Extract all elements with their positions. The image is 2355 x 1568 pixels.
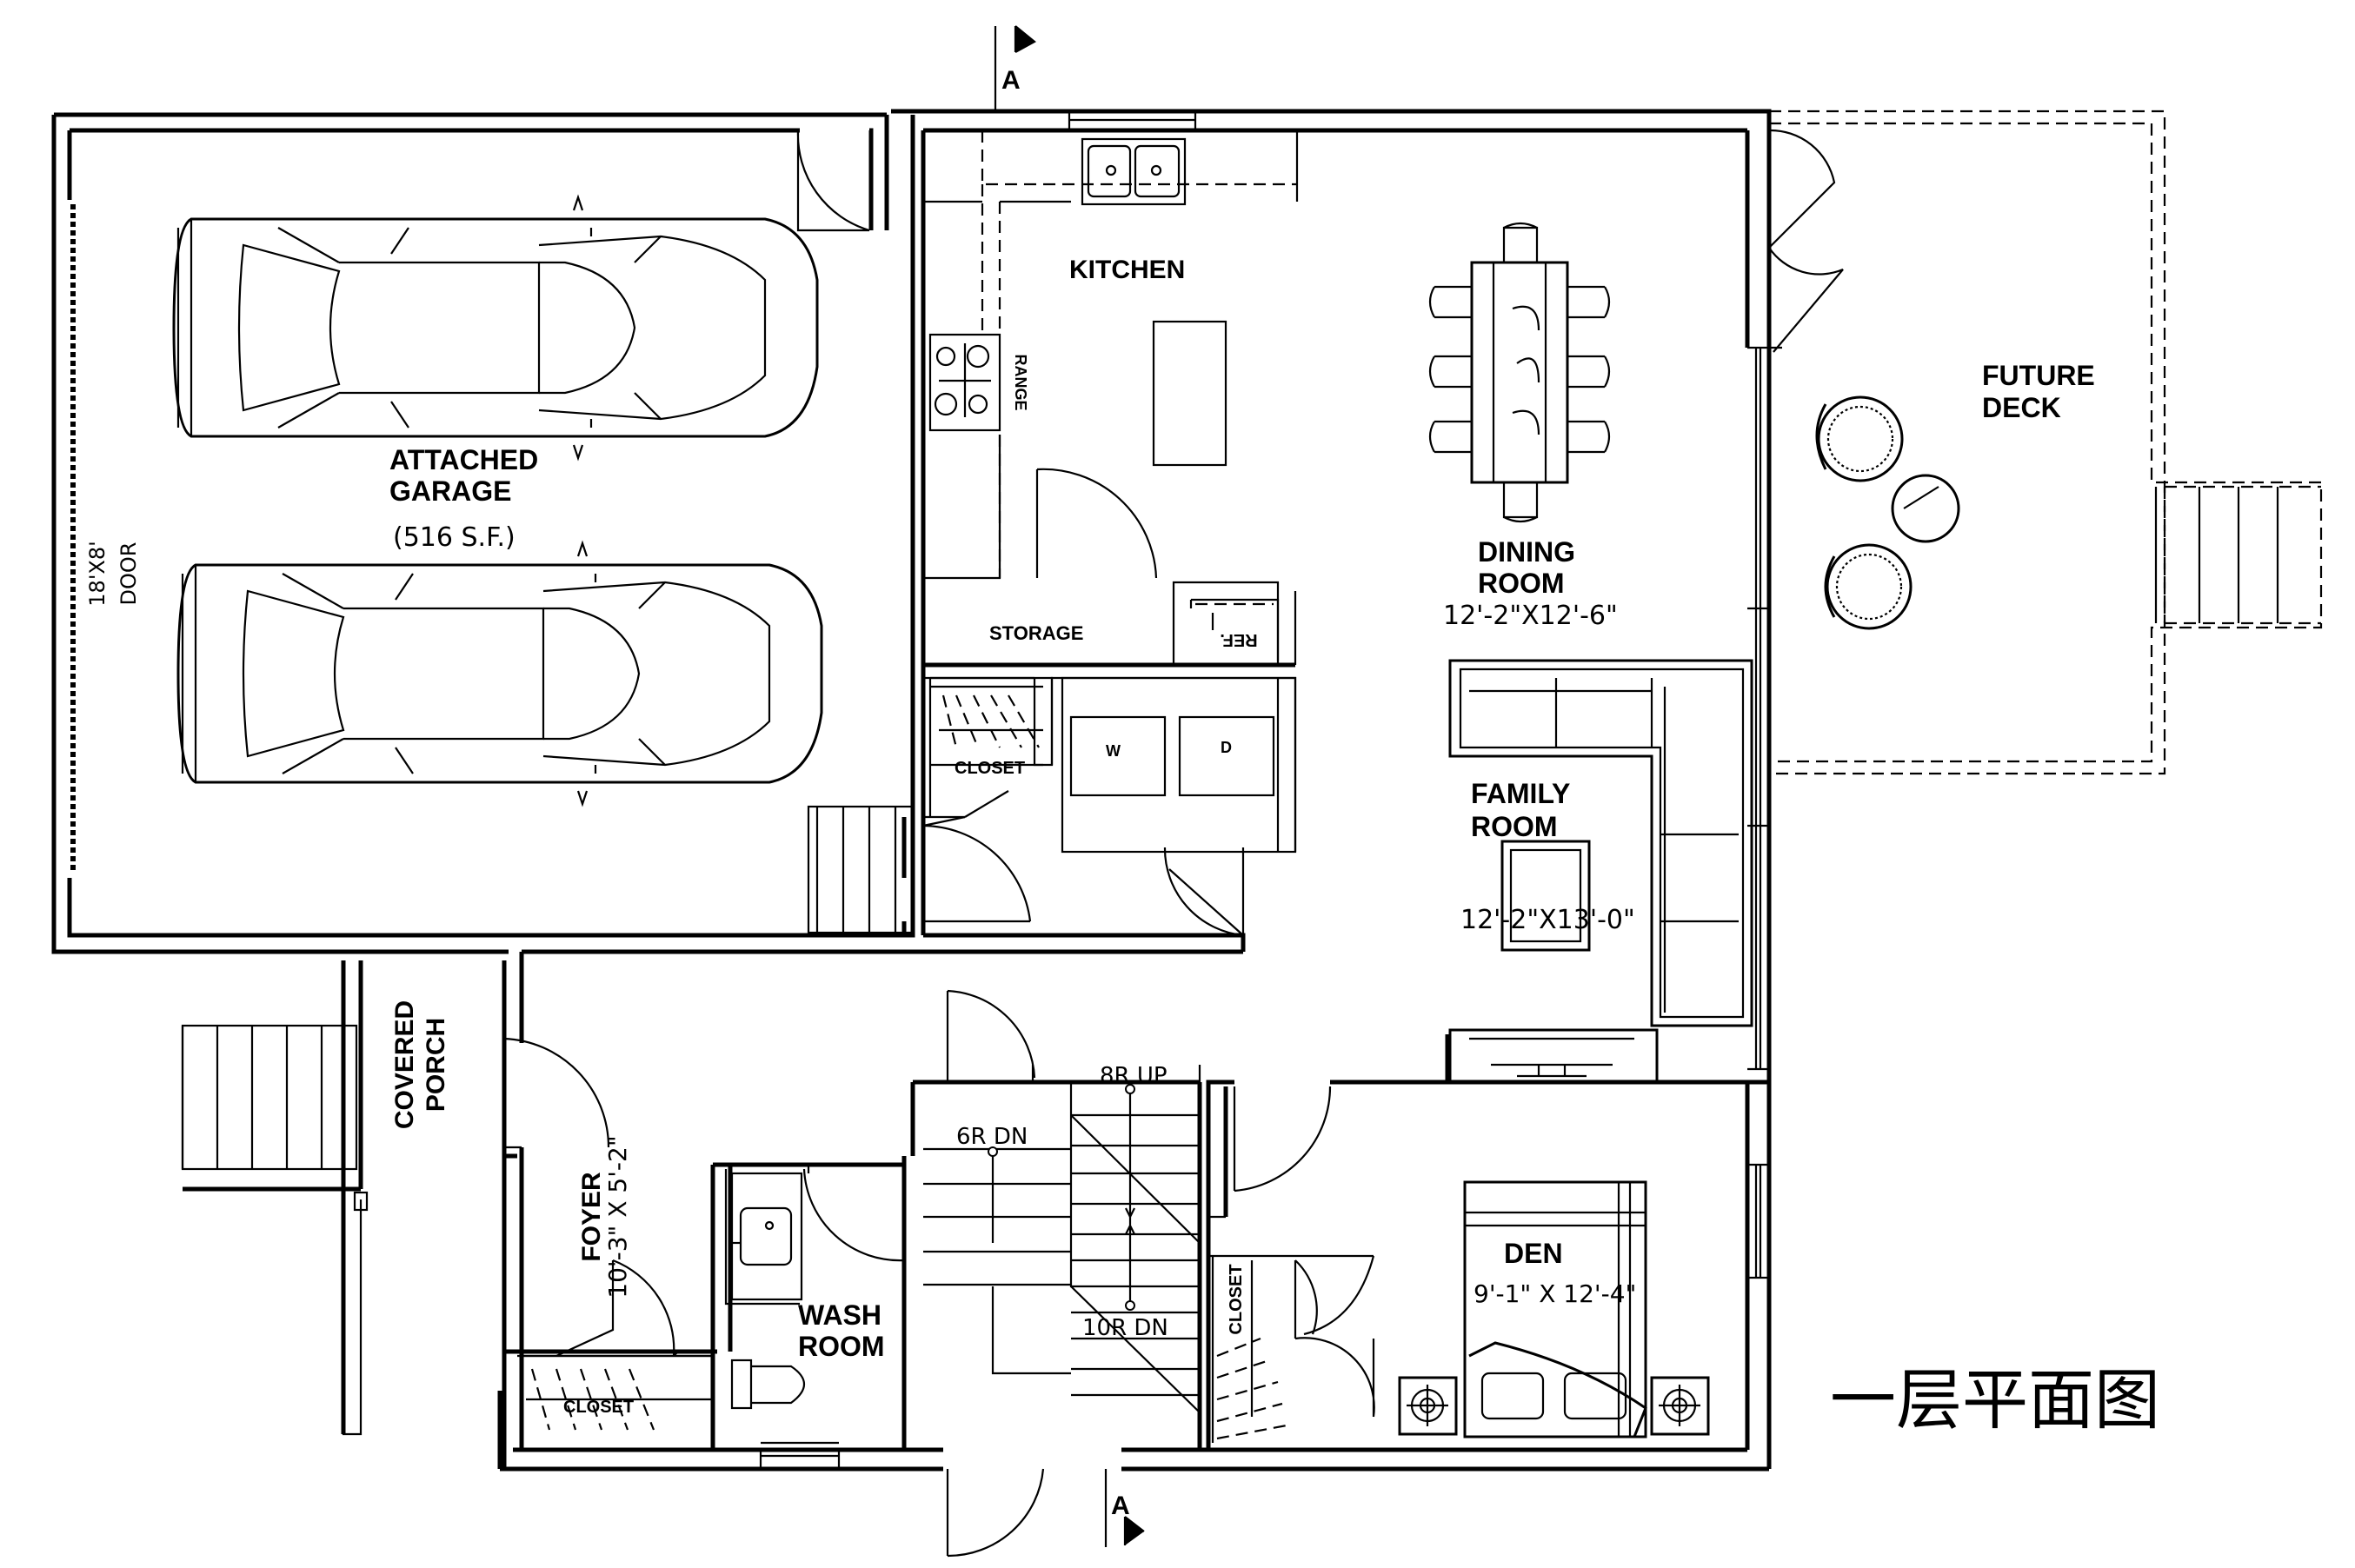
deck-door (1767, 129, 1844, 353)
washroom-label-2: ROOM (798, 1331, 885, 1362)
foyer-area: FOYER 10'-3" X 5'-2" CLOSET WASH ROOM (520, 1135, 906, 1469)
dining-area: DINING ROOM 12'-2"X12'-6" (1428, 222, 1618, 631)
den-area: CLOSET DEN 9'-1" X 12'-4" (1211, 1086, 1769, 1443)
kitchen-label: KITCHEN (1069, 256, 1185, 284)
laundry-door (922, 815, 1032, 923)
coffee-table (1500, 840, 1591, 952)
dining-chairs (1428, 222, 1611, 523)
dining-table (1470, 261, 1569, 484)
garage-entry-door (796, 130, 870, 232)
refrigerator: REF. (1189, 598, 1280, 661)
family-size: 12'-2"X13'-0" (1460, 905, 1635, 935)
stair-dn10-label: 10R DN (1082, 1315, 1168, 1341)
porch-steps (181, 1024, 358, 1171)
stair-dn6-label: 6R DN (956, 1124, 1028, 1150)
section-letter-bottom: A (1111, 1492, 1130, 1520)
stairs: 8R UP 6R DN 10R DN (923, 989, 1201, 1558)
washer-label: W (1106, 742, 1121, 760)
garage-door-size: 18'X8' (85, 541, 110, 606)
laundry-area: CLOSET W D (922, 676, 1297, 937)
section-marker-top: A (994, 25, 1036, 111)
foyer-size: 10'-3" X 5'-2" (603, 1135, 632, 1298)
foyer-label: FOYER (577, 1172, 606, 1262)
ref-label: REF. (1220, 630, 1257, 649)
car-top (176, 540, 823, 807)
dryer-label: D (1221, 739, 1232, 756)
garage-area-text: (516 S.F.) (393, 522, 516, 553)
deck-label-1: FUTURE (1982, 360, 2095, 391)
den-closet-door (1294, 1259, 1375, 1418)
dining-label-1: DINING (1478, 536, 1575, 568)
garage-label-2: GARAGE (389, 475, 511, 507)
section-letter-top: A (1001, 66, 1021, 95)
storage-label: STORAGE (989, 622, 1083, 644)
family-area: FAMILY ROOM 12'-2"X13'-0" (1448, 346, 1769, 1084)
washroom-door (802, 1165, 906, 1262)
vanity (730, 1172, 803, 1301)
dining-label-2: ROOM (1478, 568, 1565, 599)
stair-up-label: 8R UP (1100, 1063, 1168, 1089)
fireplace (1448, 1028, 1659, 1084)
wash-basin (739, 1206, 793, 1266)
foyer-closet-label: CLOSET (563, 1398, 634, 1417)
porch-area: COVERED PORCH (181, 1000, 610, 1171)
washroom-label-1: WASH (798, 1299, 881, 1331)
deck-table-set (1815, 395, 1960, 630)
family-label-2: ROOM (1471, 811, 1558, 842)
nightstand-right (1650, 1376, 1710, 1436)
sectional-sofa (1448, 659, 1753, 1027)
garage-label-1: ATTACHED (389, 444, 538, 475)
nightstand-left (1398, 1376, 1458, 1436)
range-stove: RANGE (928, 333, 1029, 432)
porch-label-1: COVERED (390, 1000, 419, 1129)
garage-steps (807, 805, 915, 934)
family-label-1: FAMILY (1471, 778, 1570, 809)
den-size: 9'-1" X 12'-4" (1474, 1279, 1636, 1308)
garage-door-label: DOOR (116, 542, 141, 606)
kitchen-sink (1081, 137, 1187, 206)
den-closet-label: CLOSET (1227, 1264, 1246, 1334)
front-door (502, 1037, 610, 1149)
den-label: DEN (1504, 1238, 1563, 1269)
garage-area: ATTACHED GARAGE (516 S.F.) 18'X8' DOOR (70, 130, 915, 934)
deck-label-2: DECK (1982, 392, 2061, 423)
toilet (730, 1359, 806, 1410)
range-label: RANGE (1012, 354, 1029, 410)
den-door-top (1233, 1086, 1332, 1193)
drawing-title: 一层平面图 (1830, 1361, 2160, 1438)
washer (1069, 715, 1167, 797)
laundry-closet-label: CLOSET (955, 759, 1025, 778)
future-deck: FUTURE DECK (1767, 110, 2323, 775)
laundry-exit-door (1163, 847, 1245, 937)
dining-size: 12'-2"X12'-6" (1443, 601, 1618, 631)
kitchen-area: RANGE KITCHEN STORAGE REF. (923, 111, 1299, 661)
stair-door-bottom (946, 1468, 1045, 1558)
stair-door-top (946, 989, 1036, 1082)
car-top (172, 194, 819, 462)
dryer (1178, 715, 1275, 797)
den-bed (1463, 1180, 1647, 1438)
kitchen-island (1152, 320, 1227, 467)
pantry-door (1035, 468, 1158, 579)
porch-label-2: PORCH (422, 1018, 450, 1112)
section-marker-bottom: A (1104, 1469, 1145, 1547)
